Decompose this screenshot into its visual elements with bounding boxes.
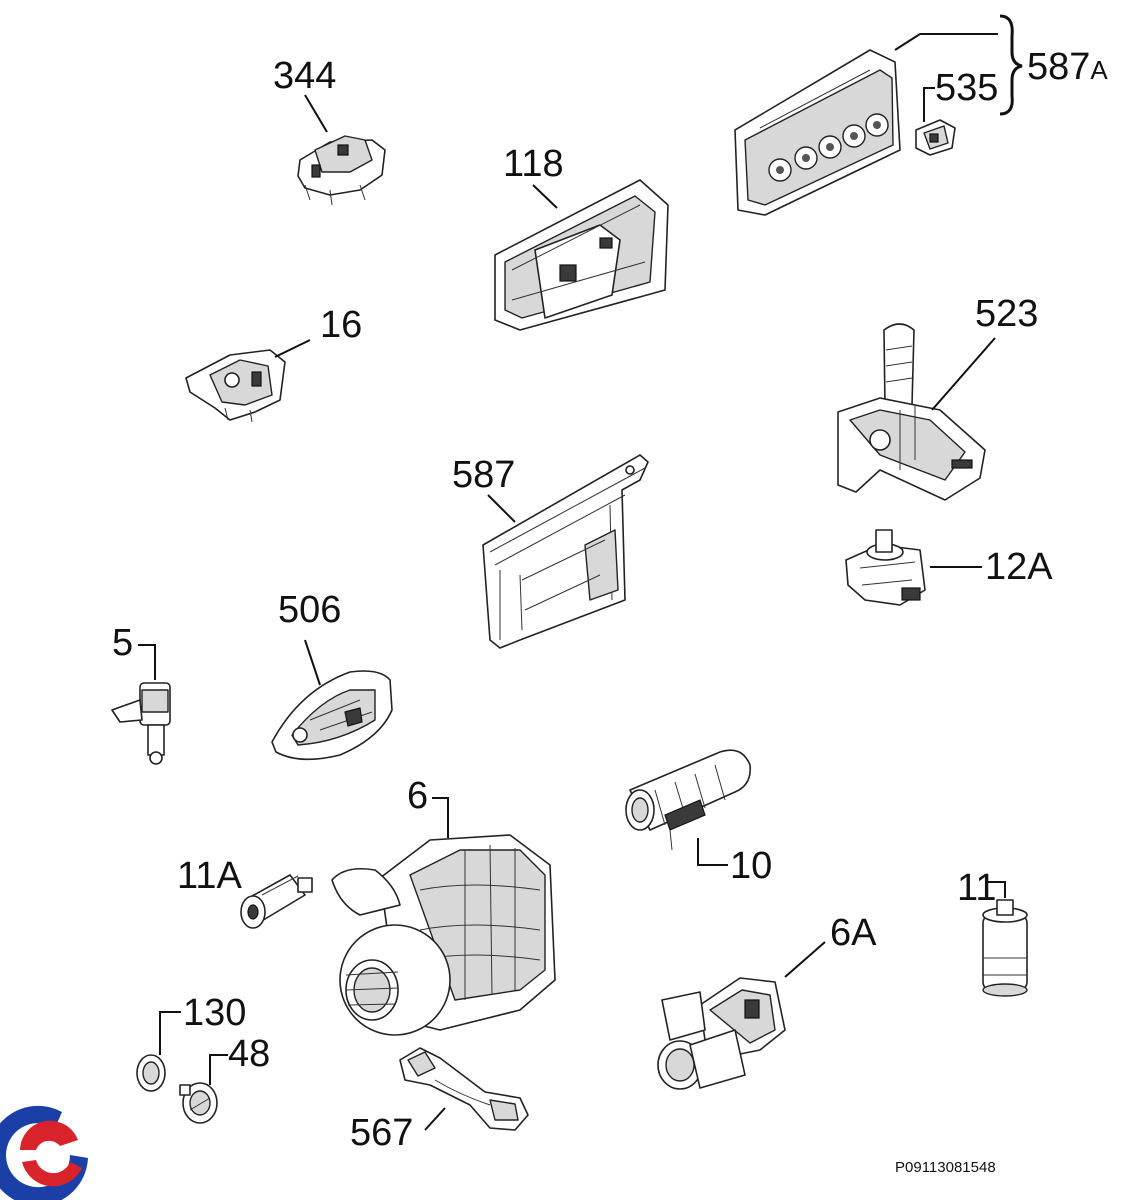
label-5: 5 xyxy=(112,622,133,664)
label-130: 130 xyxy=(183,992,246,1034)
label-6: 6 xyxy=(407,775,428,817)
label-10: 10 xyxy=(730,845,772,887)
label-344: 344 xyxy=(273,55,336,97)
part-118[interactable] xyxy=(494,179,669,331)
part-523[interactable] xyxy=(837,323,986,501)
label-11: 11 xyxy=(957,867,996,909)
label-506: 506 xyxy=(278,589,341,631)
part-16[interactable] xyxy=(185,349,286,423)
part-130[interactable] xyxy=(136,1054,166,1092)
part-344[interactable] xyxy=(297,135,386,206)
label-567: 567 xyxy=(350,1112,413,1154)
label-587A: 587A xyxy=(1027,46,1108,88)
label-523: 523 xyxy=(975,293,1038,335)
part-6[interactable] xyxy=(331,834,556,1036)
brace xyxy=(999,14,1023,116)
label-118: 118 xyxy=(503,143,564,185)
part-6A[interactable] xyxy=(657,977,786,1090)
brand-logo xyxy=(0,1105,88,1200)
part-587A[interactable] xyxy=(734,49,901,216)
part-11[interactable] xyxy=(982,899,1028,997)
label-535: 535 xyxy=(935,67,998,109)
part-12A[interactable] xyxy=(845,529,926,606)
label-12A: 12A xyxy=(985,546,1053,588)
part-10[interactable] xyxy=(625,749,752,851)
part-506[interactable] xyxy=(271,670,393,761)
label-587: 587 xyxy=(452,454,515,496)
label-6A: 6A xyxy=(830,912,877,954)
part-48[interactable] xyxy=(179,1082,218,1124)
reference-code: P09113081548 xyxy=(895,1159,996,1176)
part-567[interactable] xyxy=(399,1047,529,1131)
label-11A: 11A xyxy=(177,855,242,897)
label-48: 48 xyxy=(228,1033,270,1075)
part-11A[interactable] xyxy=(240,874,313,929)
label-16: 16 xyxy=(320,304,362,346)
part-5[interactable] xyxy=(111,682,171,765)
part-535[interactable] xyxy=(915,119,956,156)
part-587[interactable] xyxy=(482,454,649,649)
